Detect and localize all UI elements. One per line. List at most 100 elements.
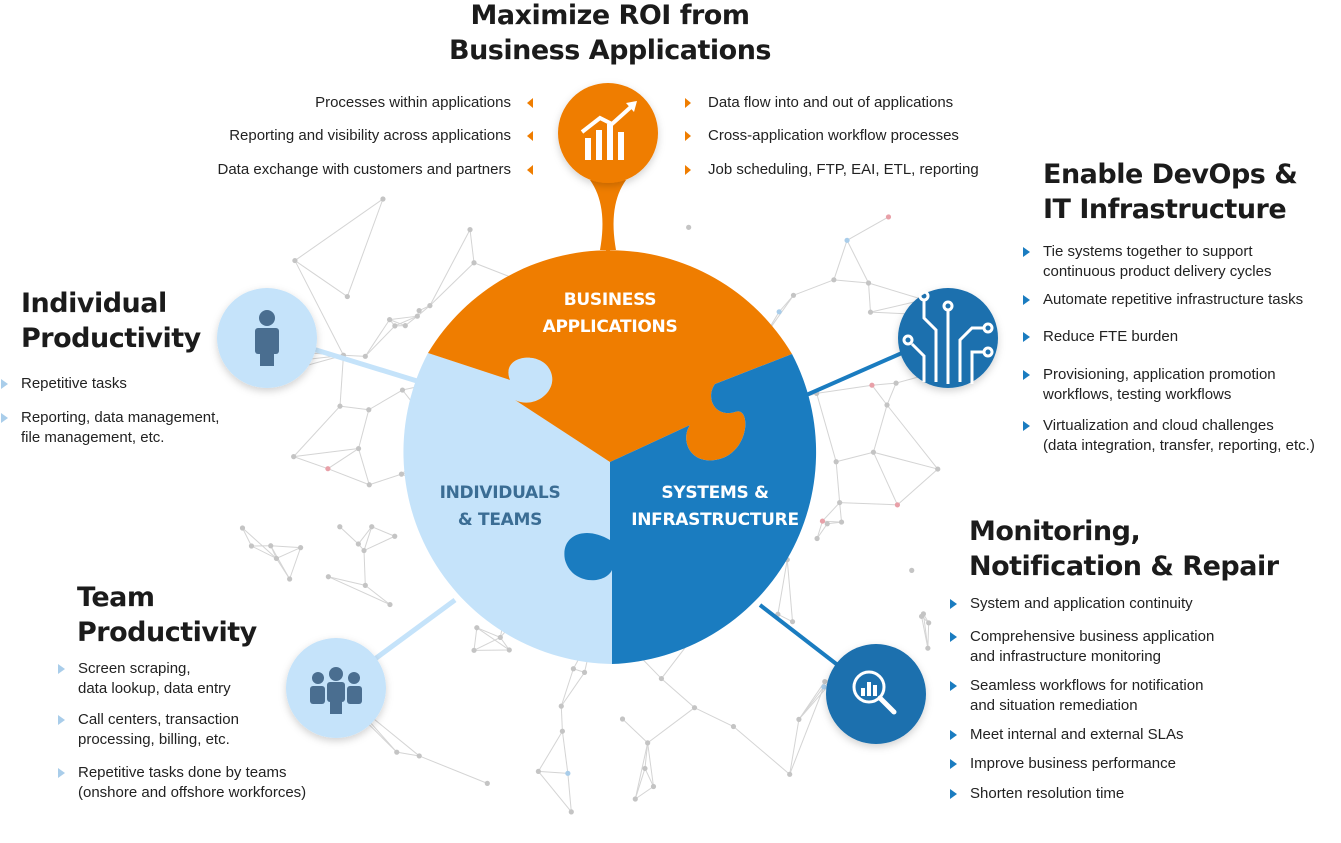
network-edge bbox=[339, 355, 344, 407]
roi-right-arrow bbox=[685, 165, 691, 175]
network-edge bbox=[328, 576, 391, 606]
network-node bbox=[471, 647, 477, 653]
network-node bbox=[581, 669, 588, 676]
network-edge bbox=[270, 545, 301, 549]
network-edge bbox=[358, 448, 370, 485]
network-node bbox=[361, 547, 367, 554]
network-edge bbox=[473, 627, 478, 651]
network-edge bbox=[777, 613, 793, 623]
network-node bbox=[427, 303, 433, 309]
network-node bbox=[399, 387, 406, 393]
network-edge bbox=[927, 622, 930, 649]
network-edge bbox=[816, 520, 823, 539]
network-edge bbox=[661, 678, 695, 709]
network-edge bbox=[294, 260, 344, 356]
network-edge bbox=[872, 452, 898, 506]
network-edge bbox=[476, 627, 501, 638]
network-edge bbox=[560, 672, 585, 707]
connector-devops bbox=[794, 343, 921, 402]
network-edge bbox=[346, 198, 384, 297]
network-node bbox=[239, 525, 246, 531]
network-node bbox=[787, 771, 793, 777]
network-edge bbox=[868, 282, 924, 301]
network-node bbox=[789, 619, 796, 625]
connector-business-flare bbox=[590, 180, 626, 250]
network-node bbox=[369, 524, 375, 530]
roi-left-item: Processes within applications bbox=[315, 94, 511, 111]
roi-left-arrow bbox=[527, 165, 533, 175]
list-item: Repetitive tasks bbox=[1, 374, 241, 394]
roi-left-item: Data exchange with customers and partner… bbox=[217, 161, 512, 178]
network-node bbox=[337, 403, 343, 409]
network-edge bbox=[560, 706, 563, 732]
network-edge bbox=[339, 405, 369, 411]
network-edge bbox=[339, 526, 359, 545]
network-node bbox=[837, 499, 843, 506]
network-node bbox=[686, 224, 692, 230]
network-edge bbox=[368, 389, 403, 411]
network-node bbox=[869, 382, 875, 388]
network-edge bbox=[242, 527, 252, 547]
network-edge bbox=[364, 319, 391, 357]
network-node bbox=[730, 723, 737, 730]
network-node bbox=[884, 402, 890, 408]
team-list: Screen scraping,data lookup, data entry … bbox=[58, 659, 348, 813]
network-edge bbox=[294, 260, 348, 297]
roi-right-item: Data flow into and out of applications bbox=[708, 94, 954, 111]
network-node bbox=[559, 728, 566, 734]
network-node bbox=[865, 280, 872, 286]
network-node bbox=[362, 582, 368, 588]
network-node bbox=[292, 257, 298, 264]
network-edge bbox=[419, 755, 488, 784]
network-edge bbox=[364, 325, 396, 357]
network-edge bbox=[429, 262, 475, 306]
network-node bbox=[366, 482, 372, 488]
network-node bbox=[776, 309, 782, 315]
network-edge bbox=[694, 707, 734, 727]
network-node bbox=[471, 260, 477, 266]
network-node bbox=[387, 317, 393, 323]
network-node bbox=[925, 645, 931, 651]
list-item: Screen scraping,data lookup, data entry bbox=[58, 659, 348, 699]
network-node bbox=[926, 620, 932, 626]
network-node bbox=[838, 519, 845, 525]
network-edge bbox=[886, 404, 939, 470]
network-edge bbox=[538, 770, 568, 774]
network-edge bbox=[416, 305, 431, 317]
roi-title: Maximize ROI from Business Applications bbox=[449, 0, 772, 66]
network-edge bbox=[777, 559, 788, 615]
network-edge bbox=[357, 526, 373, 545]
network-edge bbox=[822, 520, 842, 523]
network-edge bbox=[469, 229, 475, 263]
network-node bbox=[570, 666, 576, 672]
network-node bbox=[870, 449, 877, 455]
network-edge bbox=[733, 726, 791, 775]
network-node bbox=[484, 780, 490, 786]
network-node bbox=[398, 471, 405, 477]
network-edge bbox=[873, 451, 938, 470]
network-node bbox=[362, 353, 368, 359]
network-edge bbox=[537, 771, 572, 813]
network-node bbox=[893, 380, 899, 386]
network-edge bbox=[816, 384, 873, 394]
network-node bbox=[414, 313, 420, 319]
network-node bbox=[831, 277, 837, 283]
network-node bbox=[568, 809, 574, 815]
network-edge bbox=[293, 405, 341, 457]
label-individuals-teams: INDIVIDUALS & TEAMS bbox=[439, 483, 561, 530]
list-item: Improve business performance bbox=[950, 754, 1250, 774]
network-node bbox=[474, 625, 480, 631]
network-node bbox=[844, 237, 850, 243]
network-node bbox=[344, 293, 350, 300]
network-node bbox=[497, 634, 503, 641]
network-edge bbox=[396, 751, 420, 757]
network-node bbox=[325, 466, 331, 472]
list-item: Automate repetitive infrastructure tasks bbox=[1023, 290, 1341, 310]
network-edge bbox=[846, 216, 889, 241]
label-business-applications: BUSINESS APPLICATIONS bbox=[542, 290, 678, 337]
network-edge bbox=[846, 240, 869, 284]
network-node bbox=[287, 576, 293, 582]
